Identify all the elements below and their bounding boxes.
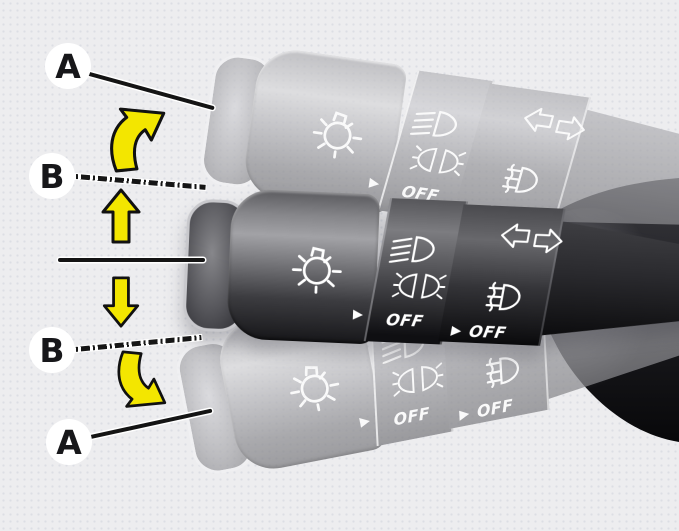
pointer-triangle-icon <box>352 309 365 322</box>
pointer-triangle-icon <box>458 407 470 421</box>
position-lamp-icon <box>391 358 444 401</box>
callout-a-top: A <box>45 43 91 89</box>
straight-up-arrow <box>101 188 141 244</box>
off-label: OFF <box>476 395 514 422</box>
pointer-triangle-icon <box>358 415 372 429</box>
off-label: OFF <box>384 310 426 331</box>
turn-signal-arrows-icon <box>518 104 590 144</box>
fog-light-icon <box>483 349 522 393</box>
straight-down-arrow <box>102 276 140 328</box>
master-light-icon <box>287 237 347 297</box>
stalk-knob <box>225 188 381 345</box>
curved-down-arrow <box>117 350 167 408</box>
pointer-triangle-icon <box>449 324 463 336</box>
low-beam-icon <box>407 106 463 142</box>
fog-off-row: OFF <box>449 321 508 342</box>
off-label: OFF <box>393 403 431 430</box>
callout-b-top: B <box>29 153 75 199</box>
callout-b-bottom: B <box>29 327 75 373</box>
lever-neutral-position: OFF OFF <box>182 186 679 361</box>
master-light-icon <box>305 99 371 165</box>
fog-off-row: OFF <box>458 395 514 425</box>
fog-light-icon <box>481 278 526 315</box>
pointer-triangle-icon <box>367 177 381 191</box>
position-lamp-icon <box>408 141 469 180</box>
off-label: OFF <box>467 321 508 343</box>
turn-signal-arrows-icon <box>497 221 567 256</box>
low-beam-icon <box>386 233 439 265</box>
callout-a-bottom: A <box>46 419 92 465</box>
master-light-icon <box>280 351 348 419</box>
position-lamp-icon <box>390 268 448 303</box>
curved-up-arrow <box>110 107 166 173</box>
leader-line-neutral <box>58 258 205 262</box>
fog-light-icon <box>497 160 545 200</box>
